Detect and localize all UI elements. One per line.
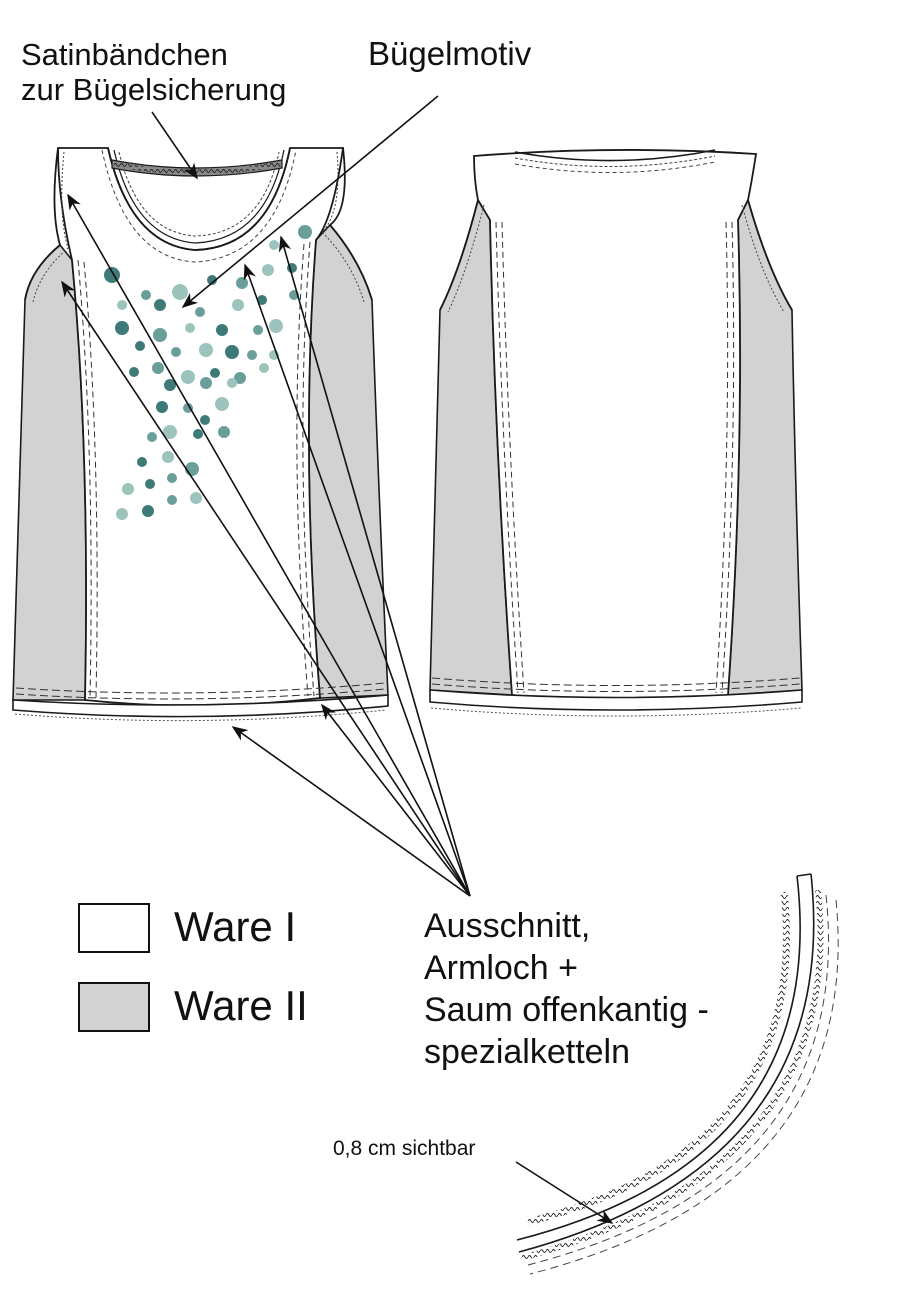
back-hem <box>429 689 803 711</box>
motif-dot <box>253 325 263 335</box>
motif-dot <box>216 324 228 336</box>
motif-dot <box>247 350 257 360</box>
motif-dot <box>122 483 134 495</box>
legend-swatch-ware-2 <box>78 982 150 1032</box>
motif-dot <box>145 479 155 489</box>
motif-dot <box>167 473 177 483</box>
label-visible-width: 0,8 cm sichtbar <box>333 1137 476 1160</box>
label-satin-line-2: zur Bügelsicherung <box>21 71 287 107</box>
label-satin-tape: Satinbändchen zur Bügelsicherung <box>21 37 287 107</box>
motif-dot <box>193 429 203 439</box>
motif-dot <box>200 377 212 389</box>
label-finish-line-2: Armloch + <box>424 949 578 988</box>
motif-dot <box>116 508 128 520</box>
motif-dot <box>259 363 269 373</box>
motif-dot <box>115 321 129 335</box>
edge-detail <box>516 873 839 1275</box>
iron-on-motif <box>104 225 312 520</box>
motif-dot <box>152 362 164 374</box>
motif-dot <box>183 403 193 413</box>
label-finish-line-1: Ausschnitt, <box>424 907 591 945</box>
motif-dot <box>298 225 312 239</box>
motif-dot <box>269 319 283 333</box>
front-side-panel-right <box>308 223 389 699</box>
legend-label-ware-1: Ware I <box>174 903 297 950</box>
motif-dot <box>232 299 244 311</box>
motif-dot <box>218 426 230 438</box>
motif-dot <box>257 295 267 305</box>
motif-dot <box>236 277 248 289</box>
motif-dot <box>164 379 176 391</box>
motif-dot <box>171 347 181 357</box>
label-iron-on-motif: Bügelmotiv <box>368 35 532 72</box>
motif-dot <box>185 323 195 333</box>
motif-dot <box>269 240 279 250</box>
motif-dot <box>225 345 239 359</box>
back-body <box>473 149 758 701</box>
label-finish-line-4: spezialketteln <box>424 1033 631 1072</box>
motif-dot <box>137 457 147 467</box>
motif-dot <box>117 300 127 310</box>
motif-dot <box>200 415 210 425</box>
legend-label-ware-2: Ware II <box>174 982 308 1029</box>
callout-arrows <box>61 95 614 1224</box>
motif-dot <box>147 432 157 442</box>
motif-dot <box>199 343 213 357</box>
motif-dot <box>190 492 202 504</box>
motif-dot <box>163 425 177 439</box>
motif-dot <box>135 341 145 351</box>
motif-dot <box>207 275 217 285</box>
back-view <box>429 149 803 717</box>
motif-dot <box>142 505 154 517</box>
motif-dot <box>153 328 167 342</box>
motif-dot <box>262 264 274 276</box>
motif-dot <box>154 299 166 311</box>
legend-swatch-ware-1 <box>78 903 150 953</box>
motif-dot <box>181 370 195 384</box>
motif-dot <box>156 401 168 413</box>
label-satin-line-1: Satinbändchen <box>21 37 228 72</box>
motif-dot <box>215 397 229 411</box>
front-view <box>12 147 389 722</box>
front-side-panel-left <box>12 243 87 701</box>
motif-dot <box>195 307 205 317</box>
front-hem <box>12 694 389 718</box>
motif-dot <box>227 378 237 388</box>
motif-dot <box>129 367 139 377</box>
motif-dot <box>210 368 220 378</box>
label-finish-line-3: Saum offenkantig - <box>424 991 709 1030</box>
motif-dot <box>167 495 177 505</box>
motif-dot <box>162 451 174 463</box>
label-edge-finish: Ausschnitt, Armloch + Saum offenkantig -… <box>424 905 709 1074</box>
motif-dot <box>141 290 151 300</box>
motif-dot <box>172 284 188 300</box>
motif-dot <box>234 372 246 384</box>
